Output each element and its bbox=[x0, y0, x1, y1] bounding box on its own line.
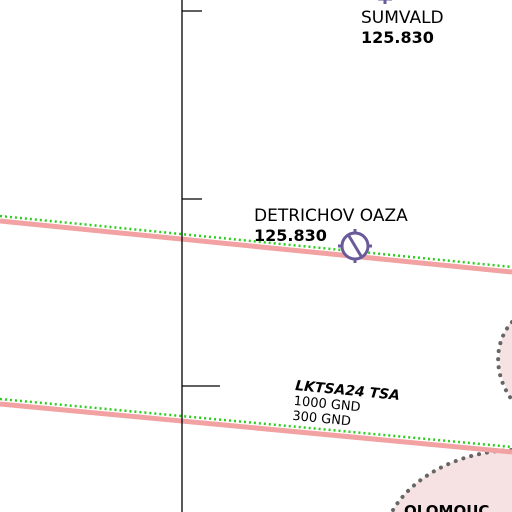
waypoint-name-sumvald: SUMVALD bbox=[361, 8, 444, 28]
vor-reporting-point-icon[interactable] bbox=[378, 0, 392, 4]
vor-reporting-point-icon[interactable] bbox=[338, 229, 372, 263]
waypoint-frequency-detrichov-oaza: 125.830 bbox=[254, 226, 327, 245]
restricted-area-east bbox=[499, 320, 512, 512]
waypoint-name-detrichov-oaza: DETRICHOV OAZA bbox=[254, 206, 408, 226]
waypoint-frequency-sumvald: 125.830 bbox=[361, 28, 434, 47]
restricted-area-east-border bbox=[496, 320, 512, 402]
route-line-lower bbox=[0, 401, 512, 455]
route-dots-upper bbox=[0, 214, 512, 269]
restricted-area-olomouc bbox=[392, 450, 512, 512]
route-dots-lower bbox=[0, 397, 512, 449]
route-line-upper bbox=[0, 218, 512, 275]
area-label-olomouc: OLOMOUC bbox=[404, 502, 490, 512]
